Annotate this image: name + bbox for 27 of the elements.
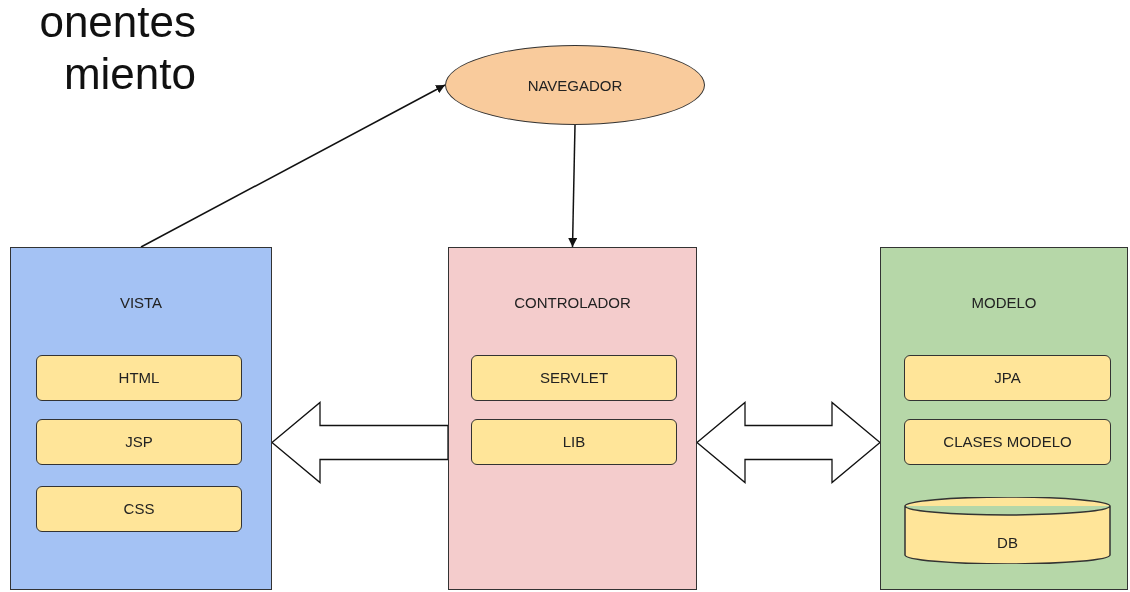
layer-title: MODELO xyxy=(970,295,1038,311)
layer-panel xyxy=(10,247,272,590)
component-box xyxy=(904,419,1111,465)
title: onentes miento xyxy=(38,0,196,100)
component-label: HTML xyxy=(117,370,161,386)
component-label: SERVLET xyxy=(538,370,610,386)
component-label: DB xyxy=(996,534,1019,551)
block-arrow xyxy=(271,401,449,484)
layer-title: CONTROLADOR xyxy=(513,295,632,311)
layer-panel xyxy=(448,247,697,590)
component-box xyxy=(36,355,242,401)
component-label: LIB xyxy=(561,434,587,450)
layer-title: VISTA xyxy=(118,295,164,311)
component-label: CSS xyxy=(122,501,156,517)
component-box xyxy=(471,355,677,401)
component-label: JPA xyxy=(993,370,1022,386)
component-box xyxy=(471,419,677,465)
component-label: JSP xyxy=(124,434,154,450)
arrow xyxy=(568,124,578,248)
component-box xyxy=(36,419,242,465)
component-box xyxy=(36,486,242,532)
arrow xyxy=(140,84,446,248)
component-label: CLASES MODELO xyxy=(942,434,1073,450)
block-arrow xyxy=(696,401,881,484)
component-label: NAVEGADOR xyxy=(526,78,624,94)
layer-panel xyxy=(880,247,1128,590)
component-box xyxy=(904,355,1111,401)
